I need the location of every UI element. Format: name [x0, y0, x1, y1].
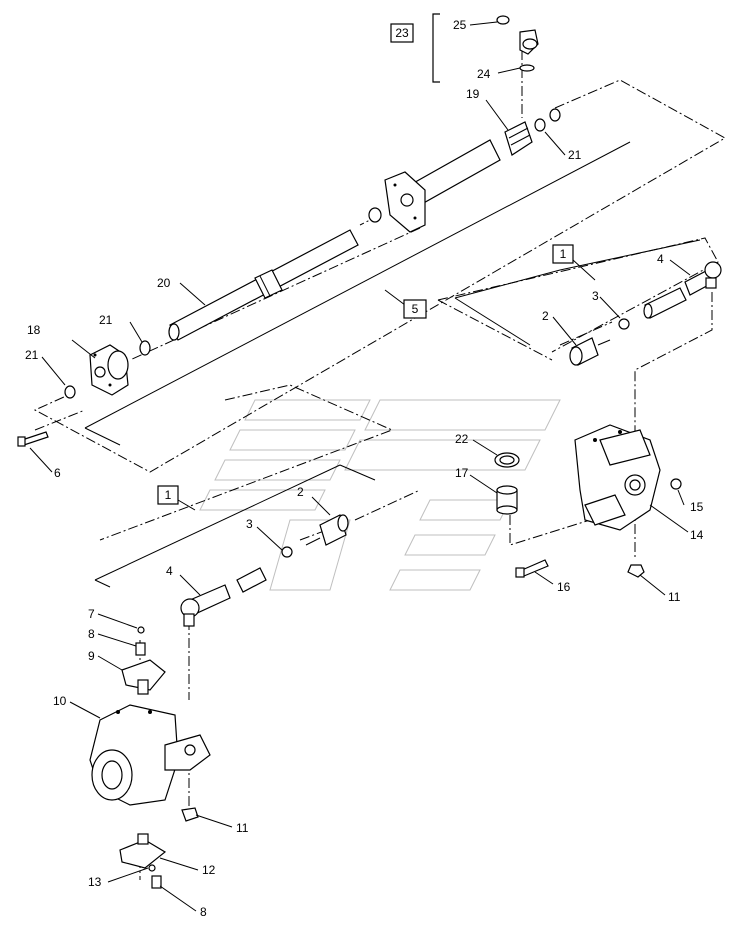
callout-7: 7 — [88, 607, 95, 621]
screw-part-8-top — [135, 642, 146, 656]
callout-4-upper: 4 — [657, 252, 664, 266]
callout-15: 15 — [690, 500, 704, 514]
callout-8-top: 8 — [88, 627, 95, 641]
callout-11-left: 11 — [236, 821, 249, 835]
svg-text:1: 1 — [560, 247, 567, 261]
box-label-5: 5 — [403, 299, 427, 319]
fitting-assembly — [432, 13, 539, 83]
group-bracket — [432, 13, 440, 83]
steering-knuckle-left — [89, 626, 211, 889]
grease-fitting-part-13 — [148, 864, 156, 872]
callout-25: 25 — [453, 18, 467, 32]
callout-17: 17 — [455, 466, 469, 480]
oring-part-24 — [519, 64, 535, 72]
bolt-part-6 — [17, 431, 49, 447]
bushings — [494, 452, 520, 515]
assembly-lines — [84, 141, 701, 588]
callout-3-upper: 3 — [592, 289, 599, 303]
callout-9: 9 — [88, 649, 95, 663]
callout-11-right: 11 — [668, 590, 681, 604]
callout-21-mid: 21 — [99, 313, 113, 327]
grease-fitting-part-7 — [137, 626, 145, 634]
arm-part-9 — [121, 659, 166, 691]
piston-rod-part-20 — [168, 229, 359, 341]
callout-6: 6 — [54, 466, 61, 480]
rod-end-flange-part-18 — [64, 340, 151, 399]
fitting-part-15 — [670, 478, 682, 490]
oring-part-25 — [496, 15, 510, 25]
callout-14: 14 — [690, 528, 704, 542]
nut-part-11-right — [627, 564, 645, 578]
callout-4-lower: 4 — [166, 564, 173, 578]
jam-nut-part-3 — [618, 318, 630, 330]
adjust-sleeve-b — [236, 567, 267, 593]
svg-text:23: 23 — [395, 26, 409, 40]
gland-nut-part-19 — [504, 121, 533, 156]
callout-10: 10 — [53, 694, 67, 708]
jam-nut-part-3-b — [281, 546, 293, 558]
callout-20: 20 — [157, 276, 171, 290]
nut-part-11-left — [181, 807, 199, 822]
tie-rod-lower — [180, 514, 349, 627]
callout-8-bottom: 8 — [200, 905, 207, 919]
bolt-part-16 — [521, 559, 549, 577]
oring-part-21-c — [64, 385, 76, 399]
tie-rod-upper — [569, 261, 722, 366]
callout-3-lower: 3 — [246, 517, 253, 531]
callout-2-upper: 2 — [542, 309, 549, 323]
box-label-1-upper: 1 — [552, 244, 574, 264]
callout-24: 24 — [477, 67, 491, 81]
callout-22: 22 — [455, 432, 469, 446]
cylinder-barrel — [368, 108, 561, 233]
callout-19: 19 — [466, 87, 480, 101]
box-label-23: 23 — [390, 23, 414, 43]
oring-part-21-b — [139, 340, 151, 356]
oring-mid — [368, 207, 382, 223]
callout-21-left: 21 — [25, 348, 39, 362]
callout-12: 12 — [202, 863, 216, 877]
callout-21-top: 21 — [568, 148, 582, 162]
callout-18: 18 — [27, 323, 41, 337]
svg-text:5: 5 — [412, 302, 419, 316]
leader-lines — [29, 21, 691, 912]
callout-2-lower: 2 — [297, 485, 304, 499]
box-label-1-lower: 1 — [157, 485, 179, 505]
svg-text:1: 1 — [165, 488, 172, 502]
callout-13: 13 — [88, 875, 102, 889]
screw-part-8-bottom — [151, 875, 162, 889]
steering-knuckle-right-part-14 — [515, 424, 682, 578]
oring-part-21-top — [534, 118, 546, 132]
callout-16: 16 — [557, 580, 571, 594]
